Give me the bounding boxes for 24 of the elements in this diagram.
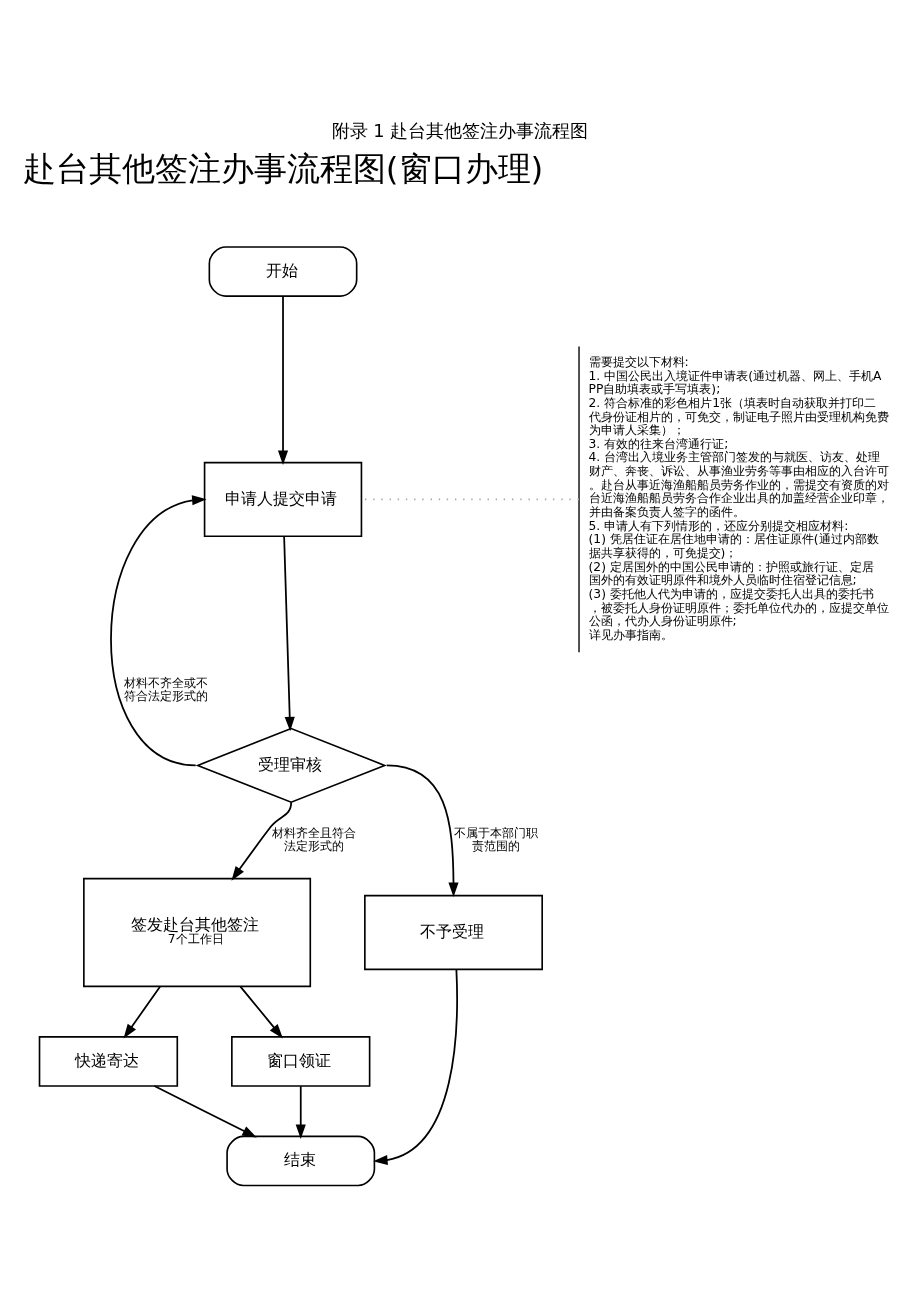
node-diamond: 受理审核 [195, 727, 387, 803]
arrow [153, 1084, 257, 1137]
arrow [123, 985, 161, 1038]
node-box: 签发赴台其他签注 7个工作日 [83, 877, 312, 987]
arrow [231, 800, 293, 881]
node-box: 不予受理 [364, 894, 543, 970]
arrow [283, 534, 295, 731]
arrow [277, 294, 289, 465]
node-box: 结束 [226, 1135, 376, 1186]
arrow [110, 494, 207, 766]
edge-label: 材料不齐全或不符合法定形式的 [123, 675, 208, 703]
arrow [373, 967, 458, 1165]
node-box: 快递寄达 [38, 1035, 179, 1087]
arrow [239, 985, 283, 1038]
edge-label: 不属于本部门职责范围的 [453, 825, 538, 853]
edge-label: 材料齐全且符合法定形式的 [272, 825, 357, 853]
node-box: 窗口领证 [231, 1035, 371, 1087]
arrow [385, 764, 459, 897]
arrow [295, 1084, 306, 1139]
diagram-title: 附录 1 赴台其他签注办事流程图 [331, 120, 589, 141]
node-box: 申请人提交申请 [203, 461, 363, 537]
label: 赴台其他签注办事流程图(窗口办理) [22, 149, 544, 188]
node-text: 需要提交以下材料: 1. 中国公民出入境证件申请表(通过机器、网上、手机APP自助填表或手写填表); 2. 符合标准的彩色相片1张（填表时自动获取并打印二代身份证相片的，可免交，制证电子照片由受理机构免费为申请人采集）； 3. 有效的往来台湾通行证; 4. 台湾出入境业务主管部门签发的与就医、访友、处理财产、奔丧、诉讼、从事渔业劳务等事由相应的入台许可。赴台从事近海渔船船员劳务作业的，需提交有资质的对台近海渔船船员劳务合作企业出具的加盖经营企业印章，并由备案负责人签字的函件。 5. 申请人有下列情形的，还应分别提交相应材料: (1) 凭居住证在居住地申请的：居住证原件(通过内部数据共享获得的，可免提交)； (2) 定居国外的中国公民申请的：护照或旅行证、定居国外的有效证明原件和境外人员临时住宿登记信息; (3) 委托他人代为申请的，应提交委托人出具的委托书，被委托人身份证明原件；委托单位代办的，应提交单位公函，代办人身份证明原件; 详见办事指南。 [588, 354, 889, 642]
node-box: 开始 [208, 245, 358, 297]
